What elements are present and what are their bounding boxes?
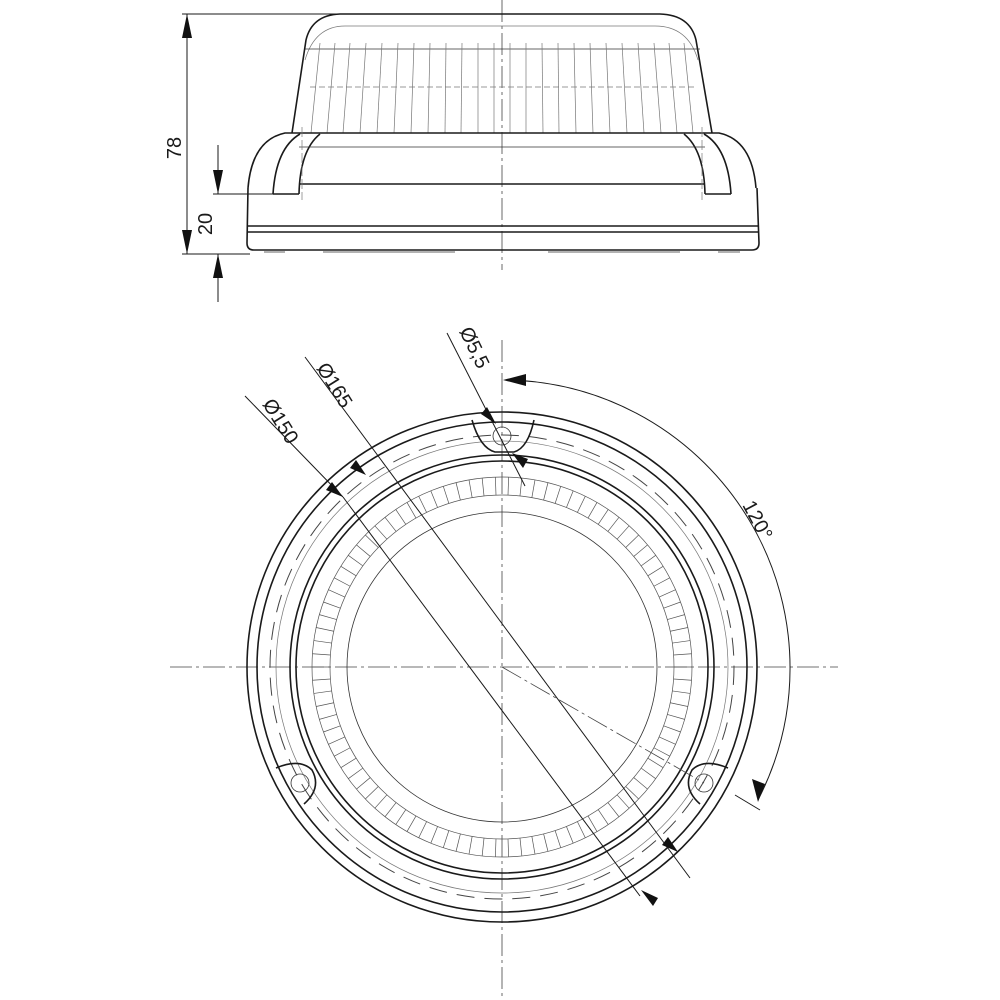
dim-label-mount-diameter: Ø150 <box>258 395 303 448</box>
lens-ribs <box>310 42 694 134</box>
dim-label-outer-diameter: Ø165 <box>312 359 357 412</box>
led-ring <box>312 477 692 857</box>
dim-label-angle: 120° <box>738 497 777 544</box>
dim-label-20: 20 <box>195 213 217 235</box>
mounting-lug-top <box>471 419 535 453</box>
top-view <box>170 332 838 1000</box>
mounting-lug-right <box>687 762 729 805</box>
dimension-total-height: 78 <box>164 13 520 255</box>
dim-label-78: 78 <box>164 137 186 159</box>
dim-label-hole-diameter: Ø5,5 <box>455 324 494 373</box>
side-view <box>246 0 760 270</box>
mounting-lug-left <box>275 762 317 805</box>
dimension-base-height: 20 <box>195 145 273 302</box>
